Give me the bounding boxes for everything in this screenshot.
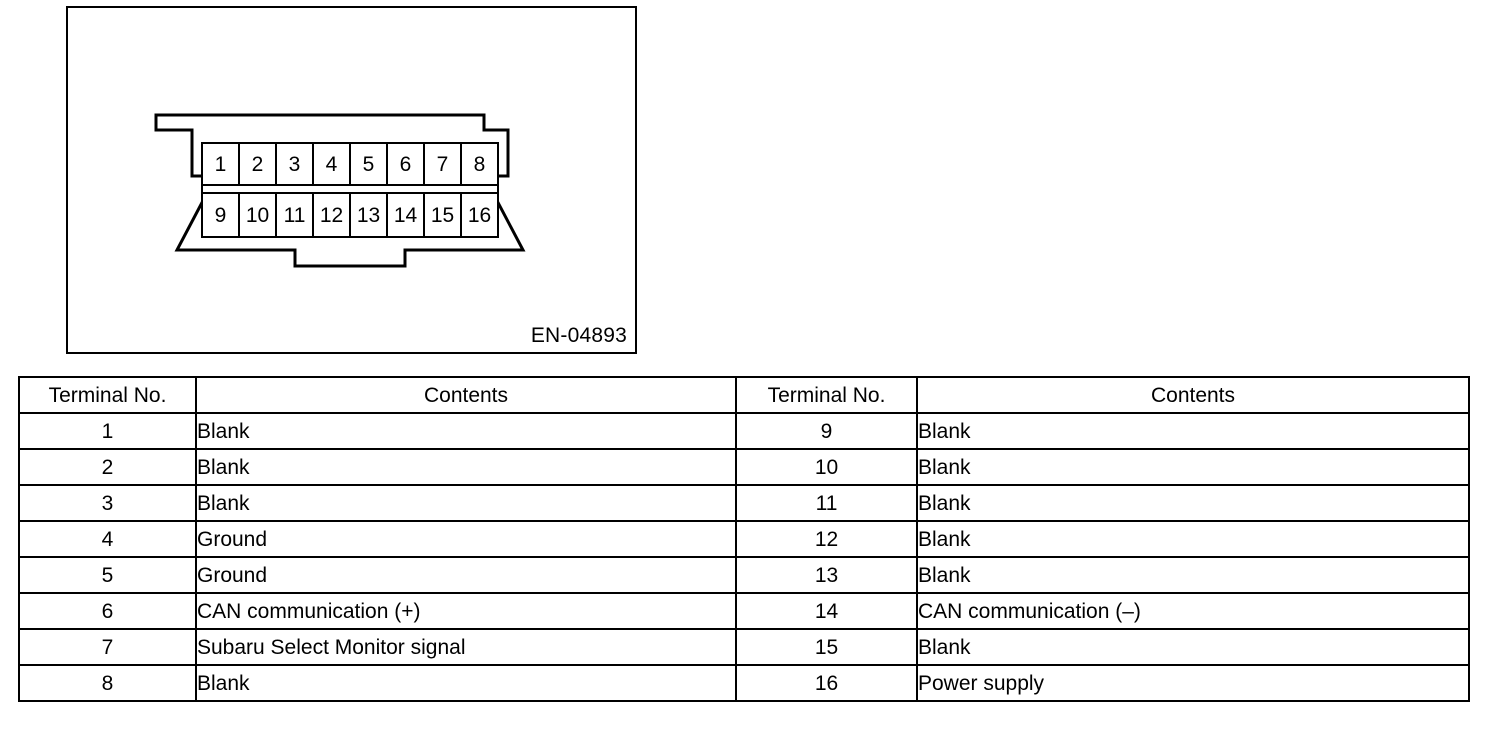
header-contents-right: Contents xyxy=(916,376,1470,414)
cell-terminal-no-left: 2 xyxy=(18,448,197,486)
cell-contents-left: CAN communication (+) xyxy=(195,592,737,630)
pin-grid: 1 2 3 4 5 6 7 8 9 10 11 12 13 14 15 16 xyxy=(201,142,499,238)
header-terminal-no-left: Terminal No. xyxy=(18,376,197,414)
cell-terminal-no-right: 12 xyxy=(735,520,918,558)
pin-cell-6: 6 xyxy=(388,144,425,184)
cell-contents-right: Blank xyxy=(916,484,1470,522)
pin-row-top: 1 2 3 4 5 6 7 8 xyxy=(203,144,497,186)
table-row: 7 Subaru Select Monitor signal 15 Blank xyxy=(18,628,1470,666)
pin-cell-7: 7 xyxy=(425,144,462,184)
header-contents-left: Contents xyxy=(195,376,737,414)
table-row: 6 CAN communication (+) 14 CAN communica… xyxy=(18,592,1470,630)
pin-row-separator xyxy=(203,186,497,194)
cell-contents-left: Ground xyxy=(195,556,737,594)
cell-terminal-no-left: 1 xyxy=(18,412,197,450)
cell-contents-left: Blank xyxy=(195,484,737,522)
pin-cell-14: 14 xyxy=(388,194,425,236)
cell-terminal-no-left: 8 xyxy=(18,664,197,702)
pin-cell-3: 3 xyxy=(277,144,314,184)
cell-terminal-no-right: 14 xyxy=(735,592,918,630)
pin-cell-1: 1 xyxy=(203,144,240,184)
cell-contents-right: Blank xyxy=(916,448,1470,486)
table-row: 1 Blank 9 Blank xyxy=(18,412,1470,450)
cell-terminal-no-right: 9 xyxy=(735,412,918,450)
cell-contents-left: Blank xyxy=(195,448,737,486)
cell-terminal-no-right: 15 xyxy=(735,628,918,666)
cell-terminal-no-right: 16 xyxy=(735,664,918,702)
pin-cell-9: 9 xyxy=(203,194,240,236)
pin-cell-2: 2 xyxy=(240,144,277,184)
pin-cell-13: 13 xyxy=(351,194,388,236)
cell-contents-right: Blank xyxy=(916,520,1470,558)
table-header-row: Terminal No. Contents Terminal No. Conte… xyxy=(18,376,1470,414)
pin-cell-16: 16 xyxy=(462,194,497,236)
cell-contents-right: Blank xyxy=(916,556,1470,594)
cell-terminal-no-left: 6 xyxy=(18,592,197,630)
table-row: 5 Ground 13 Blank xyxy=(18,556,1470,594)
cell-contents-right: CAN communication (–) xyxy=(916,592,1470,630)
pin-cell-4: 4 xyxy=(314,144,351,184)
pin-row-bottom: 9 10 11 12 13 14 15 16 xyxy=(203,194,497,236)
cell-contents-left: Blank xyxy=(195,412,737,450)
table-row: 3 Blank 11 Blank xyxy=(18,484,1470,522)
table-row: 2 Blank 10 Blank xyxy=(18,448,1470,486)
table-body: 1 Blank 9 Blank 2 Blank 10 Blank 3 Blank… xyxy=(18,412,1470,702)
cell-terminal-no-left: 5 xyxy=(18,556,197,594)
cell-contents-right: Blank xyxy=(916,628,1470,666)
pin-cell-10: 10 xyxy=(240,194,277,236)
pin-cell-5: 5 xyxy=(351,144,388,184)
cell-contents-left: Subaru Select Monitor signal xyxy=(195,628,737,666)
cell-terminal-no-right: 13 xyxy=(735,556,918,594)
cell-contents-left: Ground xyxy=(195,520,737,558)
table-row: 4 Ground 12 Blank xyxy=(18,520,1470,558)
pin-cell-12: 12 xyxy=(314,194,351,236)
pin-cell-11: 11 xyxy=(277,194,314,236)
table-row: 8 Blank 16 Power supply xyxy=(18,664,1470,702)
pin-cell-15: 15 xyxy=(425,194,462,236)
terminal-assignment-table: Terminal No. Contents Terminal No. Conte… xyxy=(18,376,1470,702)
figure-code-label: EN-04893 xyxy=(530,324,627,347)
cell-terminal-no-left: 7 xyxy=(18,628,197,666)
connector-figure-panel: 1 2 3 4 5 6 7 8 9 10 11 12 13 14 15 16 E… xyxy=(66,6,637,354)
header-terminal-no-right: Terminal No. xyxy=(735,376,918,414)
cell-terminal-no-right: 10 xyxy=(735,448,918,486)
pin-cell-8: 8 xyxy=(462,144,497,184)
cell-terminal-no-left: 3 xyxy=(18,484,197,522)
cell-terminal-no-right: 11 xyxy=(735,484,918,522)
cell-terminal-no-left: 4 xyxy=(18,520,197,558)
cell-contents-right: Blank xyxy=(916,412,1470,450)
cell-contents-left: Blank xyxy=(195,664,737,702)
cell-contents-right: Power supply xyxy=(916,664,1470,702)
